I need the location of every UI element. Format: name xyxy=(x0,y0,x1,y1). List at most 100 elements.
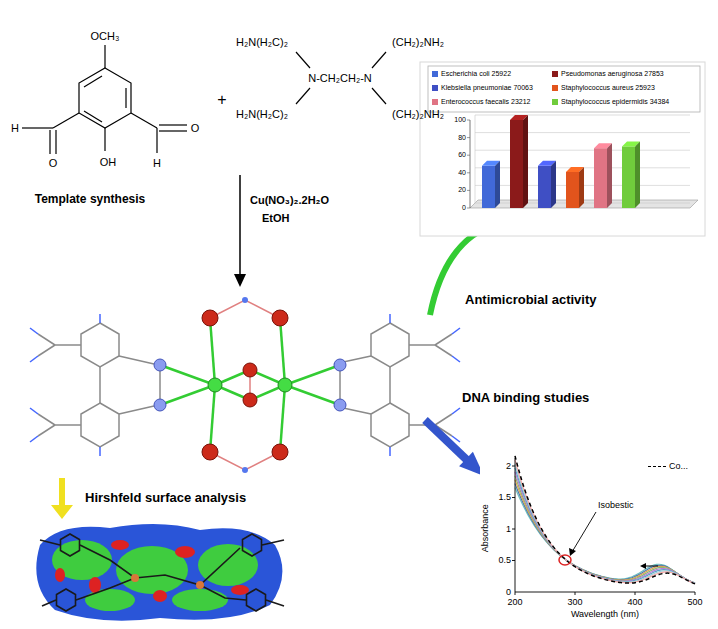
copper-complex-structure xyxy=(160,385,215,405)
legend-text: Klebsiella pneumoniae 70063 xyxy=(441,84,533,92)
bar-chart xyxy=(523,115,528,208)
bar-chart xyxy=(467,120,470,121)
copper-complex-structure xyxy=(38,323,452,447)
absorption-spectrum xyxy=(480,452,716,628)
amine-bonds xyxy=(372,88,386,104)
legend-swatch xyxy=(432,71,438,77)
hirshfeld-surface xyxy=(55,568,65,582)
absorption-spectrum xyxy=(515,592,516,595)
bar-chart xyxy=(470,120,471,208)
axis-tick: 80 xyxy=(458,134,466,142)
copper-complex-structure xyxy=(30,328,38,334)
spectrum-curve xyxy=(515,464,695,584)
copper-complex-structure xyxy=(202,310,218,326)
reagent-label: Cu(NO₃)₂.2H₂O xyxy=(250,194,329,207)
copper-complex-structure xyxy=(242,297,248,303)
hirshfeld-surface xyxy=(57,589,76,611)
copper-complex-structure xyxy=(208,378,222,392)
absorption-spectrum xyxy=(635,592,636,595)
copper-complex-structure xyxy=(452,328,460,334)
legend-swatch xyxy=(552,99,558,105)
bar-chart xyxy=(428,66,700,112)
copper-complex-structure xyxy=(38,334,55,345)
copper-complex-structure xyxy=(30,408,38,414)
copper-complex-structure xyxy=(435,414,452,425)
copper-complex-structure xyxy=(160,318,340,452)
legend-text: Staphylococcus epidermidis 34384 xyxy=(561,98,669,106)
copper-complex-structure xyxy=(371,403,409,447)
absorption-spectrum xyxy=(512,497,515,498)
axis-tick: 40 xyxy=(458,169,466,177)
bar-chart xyxy=(467,208,470,209)
absorption-spectrum xyxy=(640,563,646,569)
legend-text: Co... xyxy=(669,461,688,471)
copper-complex-structure xyxy=(202,444,218,460)
copper-complex-structure xyxy=(334,399,346,411)
hirshfeld-surface xyxy=(131,574,139,582)
hirshfeld-surface xyxy=(172,589,228,611)
amine-bonds xyxy=(296,88,310,104)
formula-label: N-CH₂CH₂-N xyxy=(308,72,372,85)
axis-tick: 0.5 xyxy=(498,555,511,565)
hirshfeld-surface xyxy=(266,600,284,606)
step-label: Template synthesis xyxy=(35,193,145,207)
absorption-spectrum xyxy=(515,458,516,592)
bar-chart xyxy=(467,120,470,208)
axis-tick: 2 xyxy=(506,461,511,471)
amine-bonds xyxy=(372,52,386,68)
copper-complex-structure xyxy=(119,406,154,414)
bar-chart xyxy=(538,166,551,208)
amine-bonds xyxy=(296,52,386,104)
absorption-spectrum xyxy=(512,560,515,561)
bar-chart xyxy=(594,148,607,208)
copper-complex-structure xyxy=(81,403,119,447)
copper-complex-structure xyxy=(55,344,81,346)
hirshfeld-surface xyxy=(36,524,284,621)
axis-tick: 400 xyxy=(627,597,642,607)
copper-complex-structure xyxy=(55,424,81,426)
bar-chart xyxy=(467,137,470,138)
copper-complex-structure xyxy=(210,385,215,452)
synthesis-arrow xyxy=(234,175,246,287)
legend-item: Pseudomonas aeruginosa 27853 xyxy=(552,70,664,78)
axis-tick: 0 xyxy=(506,587,511,597)
hirshfeld-surface xyxy=(231,585,249,595)
legend-text: Pseudomonas aeruginosa 27853 xyxy=(561,70,664,78)
hirshfeld-arrow xyxy=(51,505,73,519)
copper-complex-structure xyxy=(272,444,288,460)
hirshfeld-surface xyxy=(196,581,204,589)
copper-complex-structure xyxy=(159,371,161,399)
legend-item: Staphylococcus epidermidis 34384 xyxy=(552,98,669,106)
bar-chart xyxy=(475,115,476,203)
dialdehyde-structure xyxy=(104,128,105,151)
atom-label: OH xyxy=(100,156,117,169)
bar-chart xyxy=(467,172,470,173)
plus-sign: + xyxy=(217,91,226,109)
copper-complex-structure xyxy=(242,467,248,473)
legend-text: Staphylococcus aureus 25923 xyxy=(561,84,655,92)
bar-chart xyxy=(566,172,579,208)
dialdehyde-structure xyxy=(104,45,105,68)
hirshfeld-surface xyxy=(40,540,60,545)
copper-complex-structure xyxy=(160,365,215,385)
copper-complex-structure xyxy=(99,447,101,456)
axis-title: Absorbance xyxy=(480,504,490,552)
bar-chart xyxy=(475,115,690,116)
axis-tick: 20 xyxy=(458,186,466,194)
copper-complex-structure xyxy=(154,399,166,411)
dialdehyde-structure xyxy=(159,130,187,131)
dialdehyde-structure xyxy=(125,88,126,108)
bar-chart xyxy=(467,190,470,191)
absorption-spectrum xyxy=(512,529,515,530)
copper-complex-structure xyxy=(389,367,391,403)
arrow-label: Hirshfeld surface analysis xyxy=(85,491,246,506)
hirshfeld-surface xyxy=(36,524,282,621)
copper-complex-structure xyxy=(435,345,452,356)
bar-chart xyxy=(482,166,495,208)
hirshfeld-surface xyxy=(40,534,284,611)
hirshfeld-surface xyxy=(76,578,135,600)
dna-arrow xyxy=(425,420,484,476)
hirshfeld-arrow xyxy=(51,478,73,519)
